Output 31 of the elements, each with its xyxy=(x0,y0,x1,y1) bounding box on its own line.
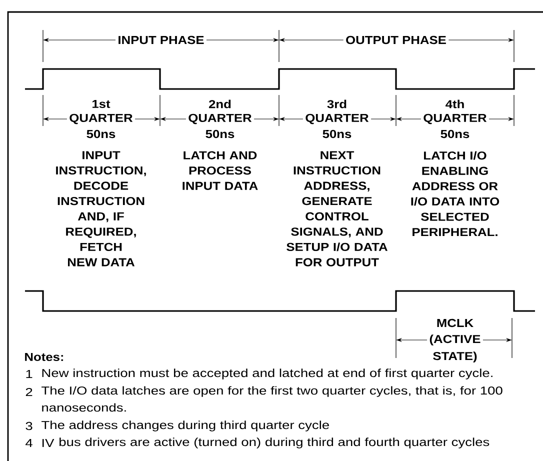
dimension-label: 50ns xyxy=(86,130,116,138)
note-number: 4 xyxy=(26,439,32,447)
dimension-label: 3rd xyxy=(327,100,346,108)
dimension-label: STATE) xyxy=(433,352,477,362)
note-text: bus drivers are active (turned on) during third and fourth quarter cycles xyxy=(60,438,490,448)
note-text: The address changes during third quarter cycle xyxy=(42,420,329,432)
note-number: 2 xyxy=(26,388,32,396)
description-text: LATCH AND PROCESS INPUT DATA xyxy=(182,151,258,190)
dimension-label: (ACTIVE xyxy=(430,334,480,346)
dimension-label: QUARTER xyxy=(424,114,487,124)
note-text: New instruction must be accepted and latched at end of first quarter cycle. xyxy=(42,368,492,380)
phase-label: INPUT PHASE xyxy=(118,36,204,44)
dimension-label: 50ns xyxy=(322,130,352,138)
note-number: 3 xyxy=(26,422,32,430)
dimension-label: QUARTER xyxy=(70,114,133,124)
dimension-label: 50ns xyxy=(206,130,234,138)
dimension-label: 1st xyxy=(92,100,110,108)
dimension-label: 2nd xyxy=(209,100,231,108)
description-text: LATCH I/O ENABLING ADDRESS OR I/O DATA INTO SELECTED PERIPHERAL. xyxy=(411,151,500,236)
notes-heading: Notes: xyxy=(25,353,64,362)
dimension-label: MCLK xyxy=(437,318,474,328)
dimension-label: 4th xyxy=(446,100,464,108)
phase-label: OUTPUT PHASE xyxy=(346,36,446,44)
description-text: NEXT INSTRUCTION ADDRESS, GENERATE CONTROL SIGNALS, AND SETUP I/O DATA FOR OUTPUT xyxy=(286,151,388,266)
dimension-label: QUARTER xyxy=(188,114,252,124)
dimension-label: 50ns xyxy=(440,130,470,138)
note-number: 1 xyxy=(26,370,32,378)
note-text: IV xyxy=(42,439,54,447)
dimension-label: QUARTER xyxy=(306,114,369,124)
note-text: The I/O data latches are open for the first two quarter cycles, that is, for 100 nanoseconds. xyxy=(42,386,502,412)
description-text: INPUT INSTRUCTION, DECODE INSTRUCTION AND, IF REQUIRED, FETCH NEW DATA xyxy=(56,151,146,266)
